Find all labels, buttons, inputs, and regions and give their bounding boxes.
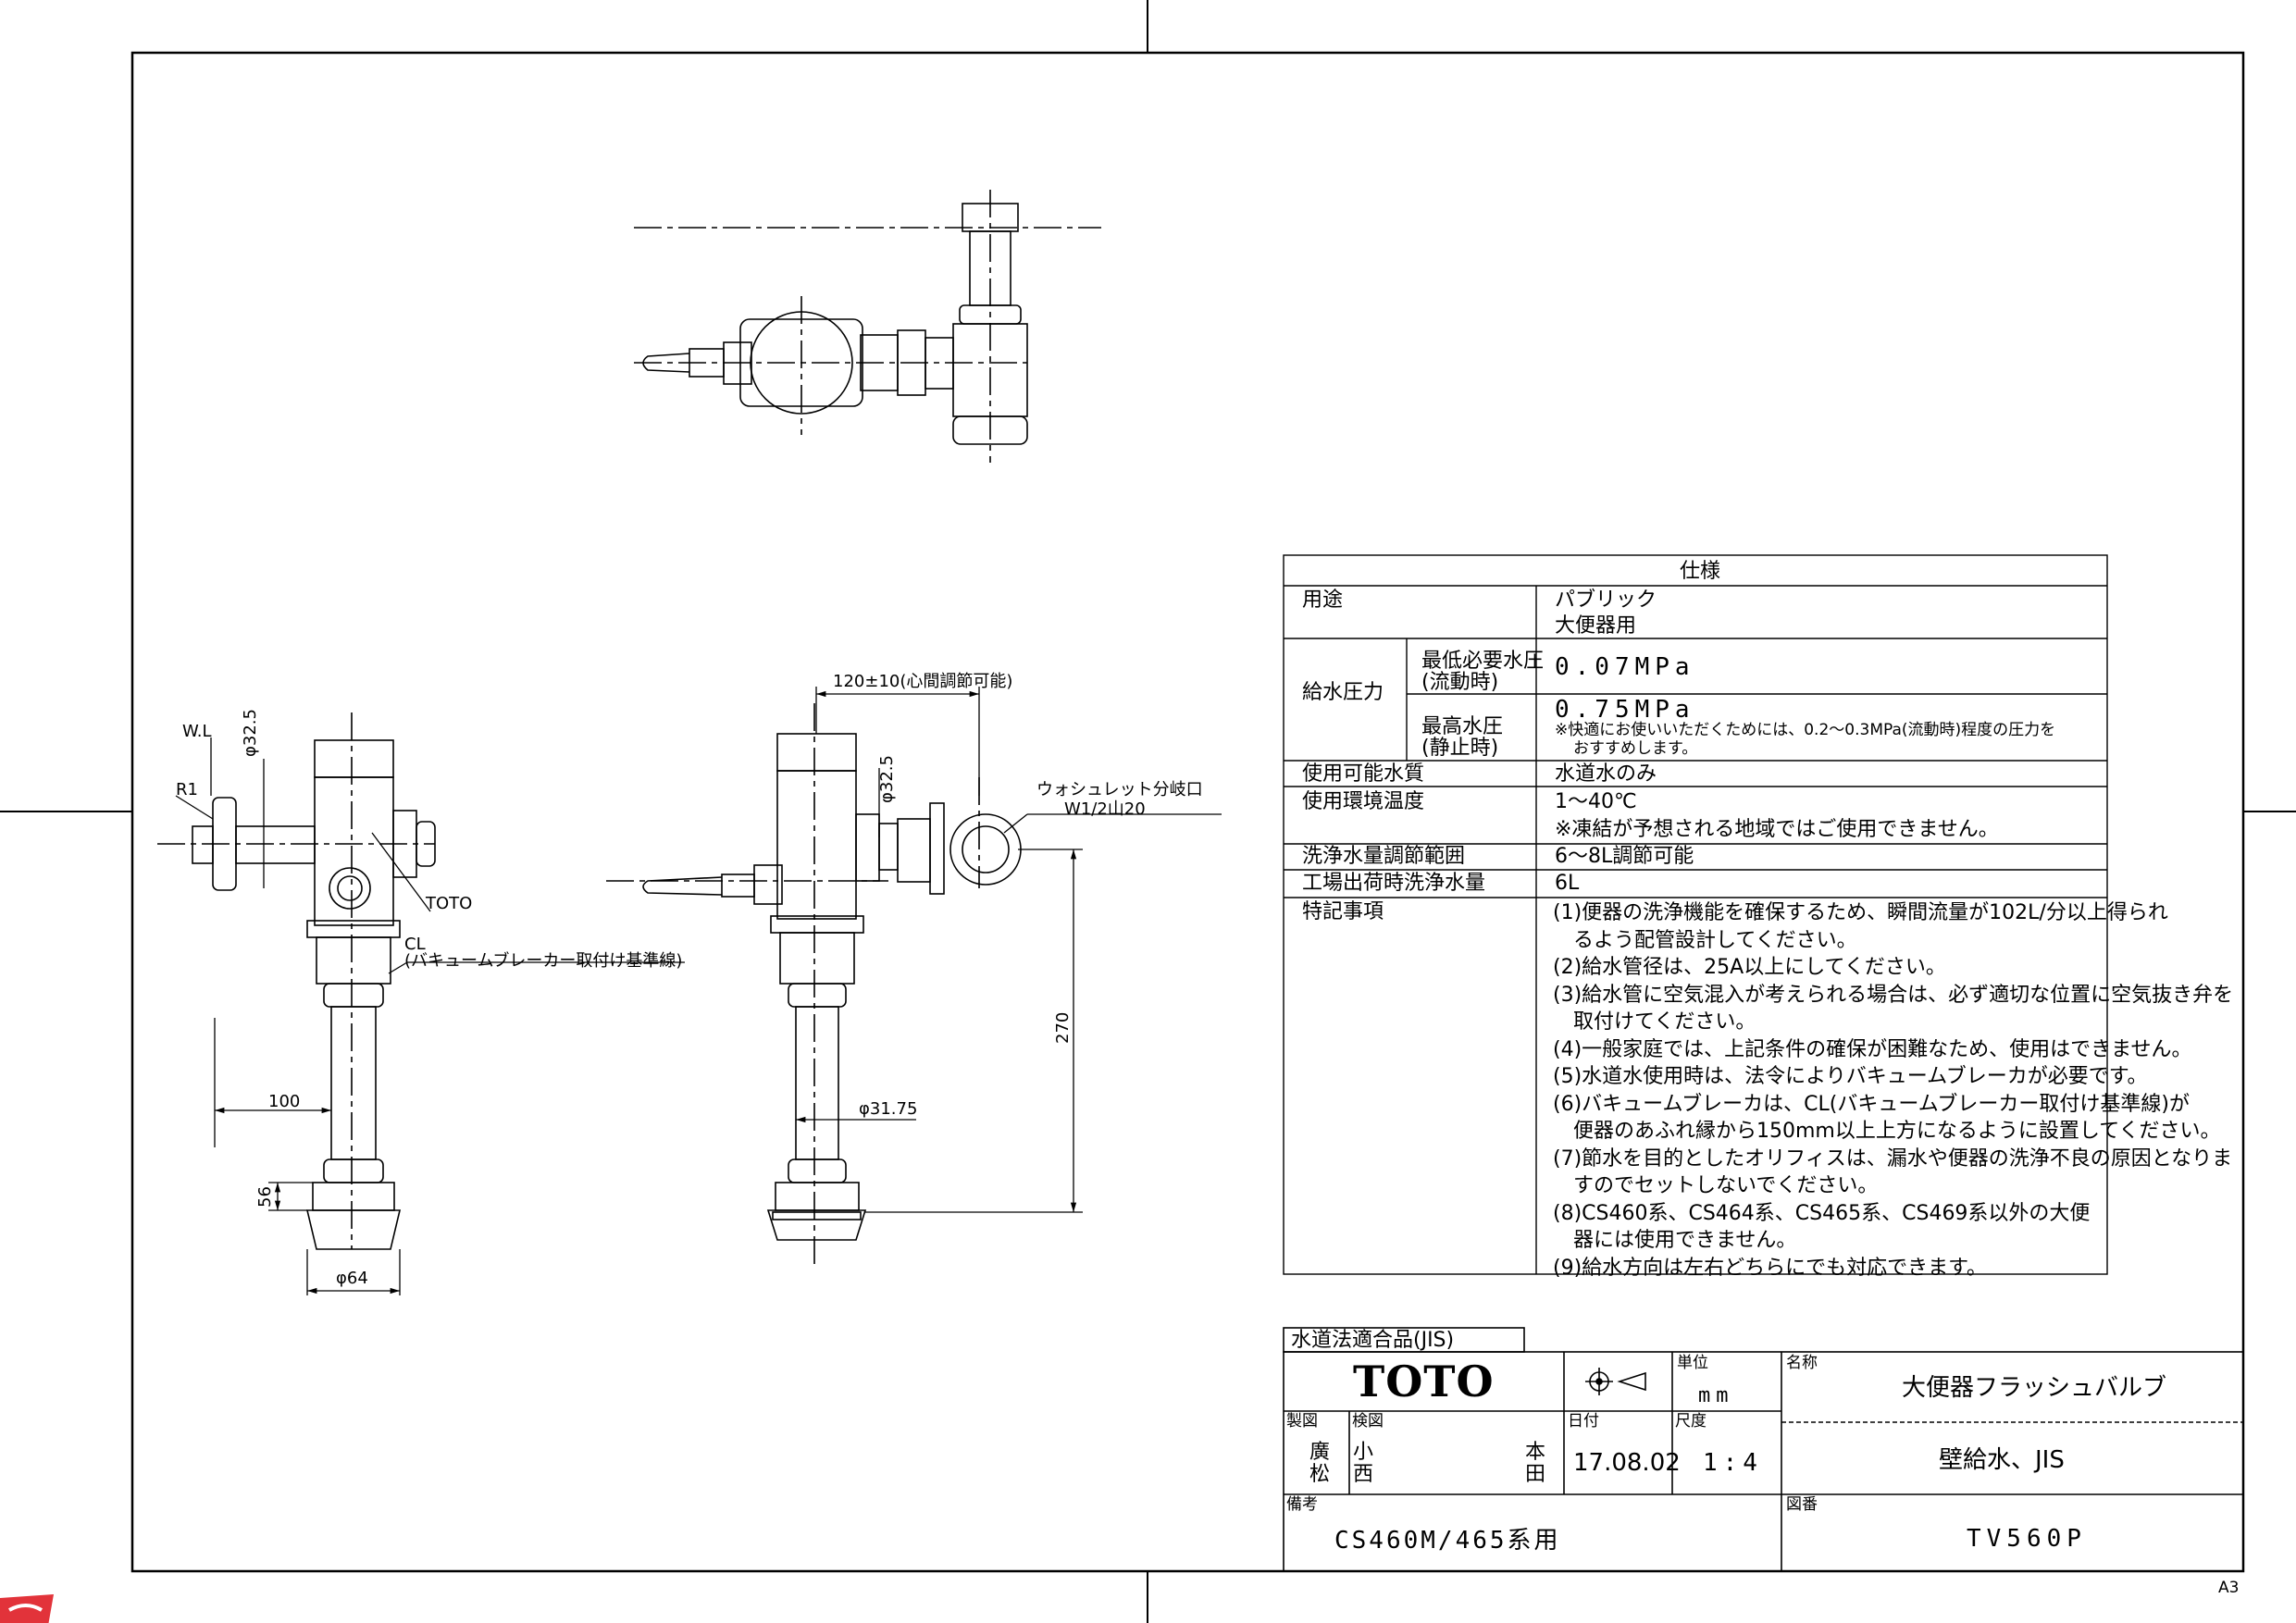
drawn-by-value: 廣松 xyxy=(1309,1441,1331,1486)
drawing-number-value: TV560P xyxy=(1967,1525,2087,1553)
side-view-dimensions xyxy=(175,737,685,1295)
scale-value: 1:4 xyxy=(1703,1449,1763,1477)
spec-notes-list: (1)便器の洗浄機能を確保するため、瞬間流量が102L/分以上得られ るよう配管… xyxy=(1553,901,2234,1285)
spec-max-pressure-note-2: おすすめします。 xyxy=(1573,739,1698,758)
cl-note-label: (バキュームブレーカー取付け基準線) xyxy=(404,951,683,971)
dim-120-label: 120±10(心間調節可能) xyxy=(833,672,1013,691)
unit-label: 単位 xyxy=(1677,1354,1708,1372)
spec-note-line: 便器のあふれ縁から150mm以上上方になるように設置してください。 xyxy=(1553,1120,2221,1143)
front-view-drawing xyxy=(606,703,1022,1268)
phi-32-5-left-label: φ32.5 xyxy=(241,709,260,757)
spec-note-line: 器には使用できません。 xyxy=(1553,1229,1797,1252)
spec-note-line: (3)給水管に空気混入が考えられる場合は、必ず適切な位置に空気抜き弁を xyxy=(1553,983,2234,1007)
unit-value: mm xyxy=(1698,1384,1734,1407)
scale-label: 尺度 xyxy=(1675,1412,1706,1431)
spec-flow-range-label: 洗浄水量調節範囲 xyxy=(1302,845,1466,868)
r1-label: R1 xyxy=(176,780,198,799)
drawing-number-label: 図番 xyxy=(1786,1495,1818,1514)
thread-spec-label: W1/2山20 xyxy=(1064,799,1146,819)
spec-min-pressure-label: 最低必要水圧 xyxy=(1421,650,1545,673)
spec-temperature-value: 1～40℃ xyxy=(1555,790,1637,813)
jis-compliance-badge: 水道法適合品(JIS) xyxy=(1291,1329,1455,1352)
checked-by-value-2: 本田 xyxy=(1525,1441,1546,1486)
projection-symbol-icon xyxy=(1585,1368,1646,1395)
spec-factory-volume-value: 6L xyxy=(1555,872,1580,895)
spec-note-line: すのでセットしないでください。 xyxy=(1553,1174,1879,1197)
spec-water-quality-label: 使用可能水質 xyxy=(1302,762,1425,786)
front-view-dimensions xyxy=(796,687,1222,1213)
spec-min-pressure-sub: (流動時) xyxy=(1421,671,1499,694)
spec-usage-value-1: パブリック xyxy=(1555,588,1657,612)
spec-note-line: るよう配管設計してください。 xyxy=(1553,928,1857,952)
spec-min-pressure-value: 0.07MPa xyxy=(1555,653,1695,681)
spec-note-line: (6)バキュームブレーカは、CL(バキュームブレーカー取付け基準線)が xyxy=(1553,1092,2190,1116)
spec-note-line: (8)CS460系、CS464系、CS465系、CS469系以外の大便 xyxy=(1553,1201,2091,1225)
remarks-label: 備考 xyxy=(1286,1495,1318,1514)
spec-max-pressure-note-1: ※快適にお使いいただくためには、0.2～0.3MPa(流動時)程度の圧力を xyxy=(1555,721,2056,739)
spec-table-header: 仕様 xyxy=(1680,560,1721,583)
name-label: 名称 xyxy=(1786,1354,1818,1372)
phi-32-5-front-label: φ32.5 xyxy=(877,755,897,803)
spec-note-line: (5)水道水使用時は、法令によりバキュームブレーカが必要です。 xyxy=(1553,1065,2148,1088)
spec-max-pressure-sub: (静止時) xyxy=(1421,737,1499,760)
checked-by-label: 検図 xyxy=(1352,1412,1384,1431)
spec-table-grid xyxy=(1283,554,2108,1275)
phi-64-label: φ64 xyxy=(336,1269,368,1288)
spec-note-line: (2)給水管径は、25A以上にしてください。 xyxy=(1553,956,1946,979)
checked-by-value-1: 小西 xyxy=(1353,1441,1374,1486)
sheet-size-label: A3 xyxy=(2218,1579,2240,1597)
spec-water-quality-value: 水道水のみ xyxy=(1555,762,1657,786)
spec-note-line: (1)便器の洗浄機能を確保するため、瞬間流量が102L/分以上得られ xyxy=(1553,901,2168,924)
spec-usage-label: 用途 xyxy=(1302,588,1344,612)
spec-temperature-label: 使用環境温度 xyxy=(1302,790,1425,813)
drawn-by-label: 製図 xyxy=(1286,1412,1318,1431)
spec-note-line: 取付けてください。 xyxy=(1553,1010,1756,1034)
spec-supply-pressure-label: 給水圧力 xyxy=(1302,681,1384,704)
toto-logo: TOTO xyxy=(1353,1357,1495,1406)
top-view-drawing xyxy=(634,190,1101,463)
spec-note-line: (9)給水方向は左右どちらにでも対応できます。 xyxy=(1553,1256,1987,1280)
toto-mark-label: TOTO xyxy=(426,894,473,913)
spec-usage-value-2: 大便器用 xyxy=(1555,614,1637,638)
spec-max-pressure-value: 0.75MPa xyxy=(1555,696,1695,724)
spec-notes-label: 特記事項 xyxy=(1302,900,1384,923)
date-value: 17.08.02 xyxy=(1573,1449,1681,1477)
dim-100-label: 100 xyxy=(268,1092,301,1111)
spec-note-line: (7)節水を目的としたオリフィスは、漏水や便器の洗浄不良の原因となりま xyxy=(1553,1146,2233,1171)
spec-flow-range-value: 6～8L調節可能 xyxy=(1555,845,1694,868)
remarks-value: CS460M/465系用 xyxy=(1334,1527,1561,1555)
title-block-grid xyxy=(1283,1327,2244,1572)
phi-31-75-label: φ31.75 xyxy=(859,1099,918,1119)
date-label: 日付 xyxy=(1568,1412,1599,1431)
cl-label: CL xyxy=(404,935,426,954)
product-name: 大便器フラッシュバルブ xyxy=(1902,1374,2167,1402)
washlet-branch-label: ウォシュレット分岐口 xyxy=(1036,780,1203,799)
side-view-drawing xyxy=(157,712,436,1250)
dim-56-label: 56 xyxy=(255,1186,275,1208)
dim-270-label: 270 xyxy=(1053,1011,1073,1044)
spec-temperature-note: ※凍結が予想される地域ではご使用できません。 xyxy=(1555,818,1999,841)
publisher-logo-icon xyxy=(0,1594,54,1623)
spec-note-line: (4)一般家庭では、上記条件の確保が困難なため、使用はできません。 xyxy=(1553,1037,2192,1061)
product-subtitle: 壁給水、JIS xyxy=(1939,1446,2065,1474)
spec-max-pressure-label: 最高水圧 xyxy=(1421,715,1504,738)
spec-factory-volume-label: 工場出荷時洗浄水量 xyxy=(1302,872,1486,895)
wl-label: W.L xyxy=(182,722,212,741)
